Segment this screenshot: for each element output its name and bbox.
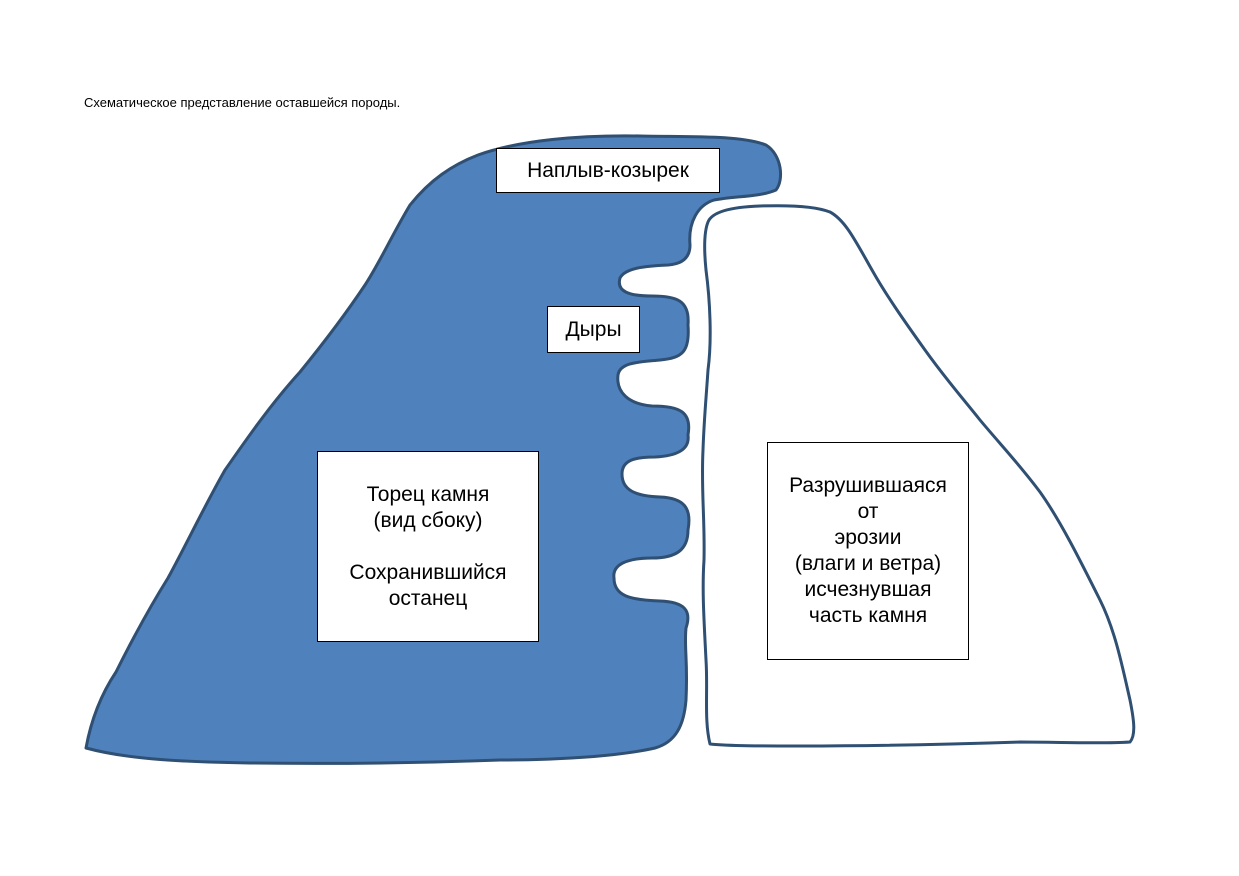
eroded-part-label-line: исчезнувшая xyxy=(804,578,932,601)
rock-face-label-line: останец xyxy=(388,586,468,610)
rock-face-label-line: Торец камня xyxy=(366,482,490,506)
holes-label-text: Дыры xyxy=(565,317,622,341)
rock-face-label-line: (вид сбоку) xyxy=(373,508,483,532)
eroded-part-label-box: Разрушившаяся от эрозии (влаги и ветра) … xyxy=(767,442,969,660)
overhang-label-text: Наплыв-козырек xyxy=(527,158,689,182)
diagram-caption: Схематическое представление оставшейся п… xyxy=(84,95,401,110)
eroded-part-label-line: часть камня xyxy=(808,604,928,627)
holes-label-box: Дыры xyxy=(547,306,640,353)
eroded-part-label-line: Разрушившаяся xyxy=(789,474,947,497)
overhang-label-box: Наплыв-козырек xyxy=(496,148,720,193)
rock-face-label-box: Торец камня (вид сбоку) Сохранившийся ос… xyxy=(317,451,539,642)
eroded-part-label-line: эрозии xyxy=(834,526,902,549)
preserved-remnant-shape xyxy=(84,134,783,765)
rock-face-label-line: Сохранившийся xyxy=(349,560,507,584)
eroded-part-label-line: (влаги и ветра) xyxy=(794,552,942,575)
eroded-part-label-line: от xyxy=(857,500,879,523)
